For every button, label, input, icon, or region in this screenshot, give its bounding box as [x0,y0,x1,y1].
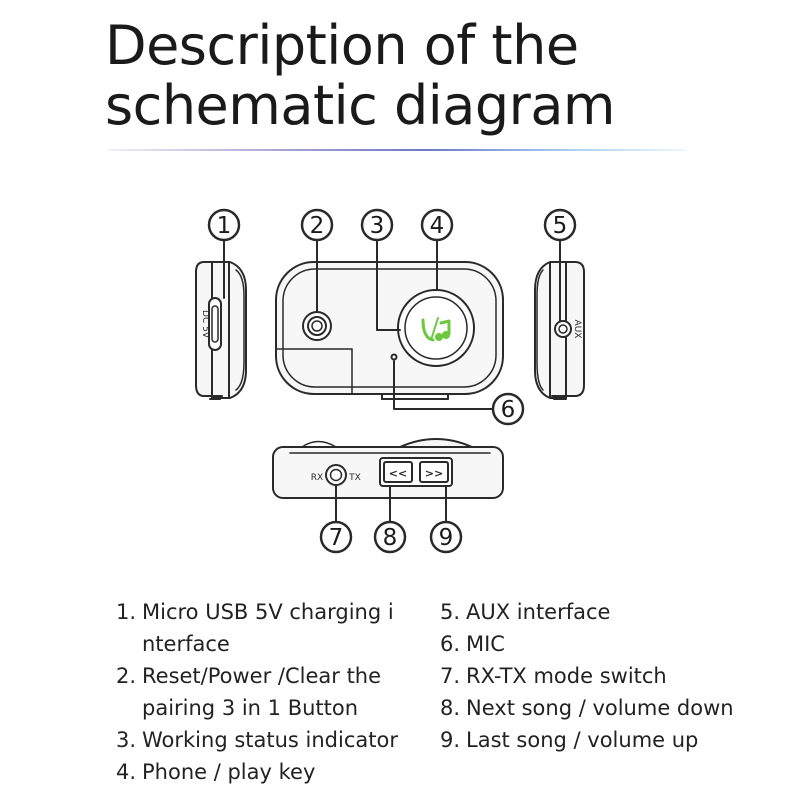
callout-7: 7 [329,525,344,551]
callout-2: 2 [310,213,325,239]
legend-number: 3. [116,728,137,752]
callout-badge-6: 6 [491,392,525,426]
legend-number: 7. [440,664,461,688]
legend-number: 1. [116,600,137,624]
legend-item: 8. Next song / volume down [440,692,770,724]
callout-badge-9: 9 [429,520,463,554]
next-symbol: >> [425,467,443,480]
legend-item: 3. Working status indicator [116,724,416,756]
dc-label: DC 5V [200,310,210,339]
legend-text: MIC [466,632,505,656]
legend-item: 5. AUX interface [440,596,770,628]
legend-number: 9. [440,728,461,752]
leader-lines [223,239,561,523]
device-side-left: DC 5V [195,261,247,400]
legend-item: 7. RX-TX mode switch [440,660,770,692]
mic-hole [390,353,398,361]
callout-6: 6 [501,397,516,423]
page-title: Description of the schematic diagram [105,14,616,137]
next-button [419,461,449,483]
legend-text: Working status indicator [142,728,398,752]
legend-right-column: 5. AUX interface 6. MIC 7. RX-TX mode sw… [440,596,770,756]
legend-item: 6. MIC [440,628,770,660]
phone-music-icon [421,317,451,342]
callout-1: 1 [217,213,232,239]
rx-tx-switch [325,464,347,486]
legend-text: Last song / volume up [466,728,699,752]
callout-5: 5 [553,213,568,239]
title-divider [108,149,686,151]
legend-number: 2. [116,664,137,688]
legend-text: AUX interface [466,600,611,624]
tx-label: TX [348,473,361,483]
callout-badge-8: 8 [373,520,407,554]
legend-text: Next song / volume down [466,696,734,720]
title-line-1: Description of the [105,14,579,77]
legend-left-column: 1. Micro USB 5V charging i nterface 2. R… [116,596,416,788]
callout-badge-4: 4 [420,208,454,242]
callout-badge-7: 7 [319,520,353,554]
title-line-2: schematic diagram [105,74,616,137]
callout-badge-2: 2 [300,208,334,242]
legend-text: Reset/Power /Clear the pairing 3 in 1 Bu… [142,664,382,720]
legend-text: Phone / play key [142,760,316,784]
callout-badge-3: 3 [360,208,394,242]
legend-number: 5. [440,600,461,624]
legend-text: Micro USB 5V charging i nterface [142,600,394,656]
legend-number: 4. [116,760,137,784]
legend-number: 8. [440,696,461,720]
phone-play-key [397,289,475,367]
legend-number: 6. [440,632,461,656]
callout-badge-1: 1 [207,208,241,242]
callout-badge-5: 5 [543,208,577,242]
legend-item: 2. Reset/Power /Clear the pairing 3 in 1… [116,660,416,724]
callout-4: 4 [430,213,445,239]
callout-3: 3 [370,213,385,239]
aux-label: AUX [572,320,582,339]
legend-item: 1. Micro USB 5V charging i nterface [116,596,416,660]
prev-button [383,461,413,483]
legend-item: 4. Phone / play key [116,756,416,788]
callout-9: 9 [439,525,454,551]
device-bottom: RX TX << >> [272,438,504,499]
callout-8: 8 [383,525,398,551]
prev-symbol: << [389,467,407,480]
rx-label: RX [311,473,323,483]
legend-item: 9. Last song / volume up [440,724,770,756]
legend-text: RX-TX mode switch [466,664,667,688]
aux-port [554,320,572,338]
device-side-right: AUX [534,261,585,400]
